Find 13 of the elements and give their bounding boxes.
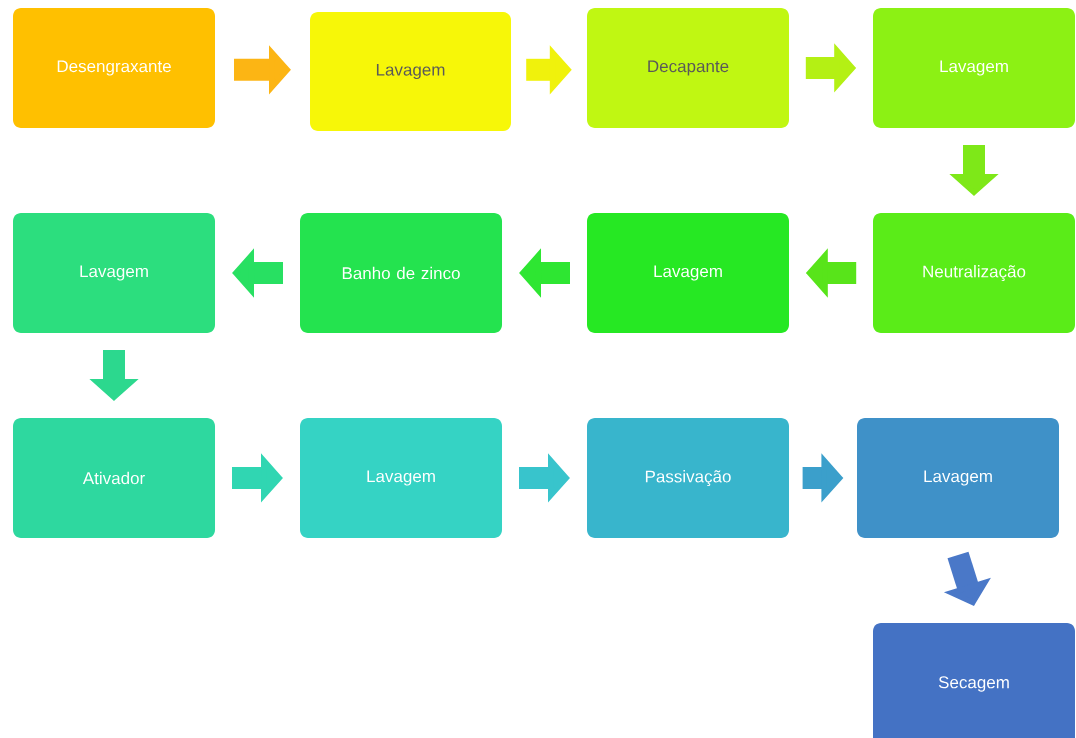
process-box: Lavagem: [300, 418, 502, 538]
process-box: Ativador: [13, 418, 215, 538]
process-box: Banho de zinco: [300, 213, 502, 333]
process-box: Passivação: [587, 418, 789, 538]
process-box: Secagem: [873, 623, 1075, 738]
process-box: Lavagem: [873, 8, 1075, 128]
process-box: Desengraxante: [13, 8, 215, 128]
process-box: Lavagem: [13, 213, 215, 333]
process-box: Lavagem: [587, 213, 789, 333]
process-box: Lavagem: [310, 12, 511, 131]
process-box: Decapante: [587, 8, 789, 128]
process-box: Neutralização: [873, 213, 1075, 333]
process-box: Lavagem: [857, 418, 1059, 538]
